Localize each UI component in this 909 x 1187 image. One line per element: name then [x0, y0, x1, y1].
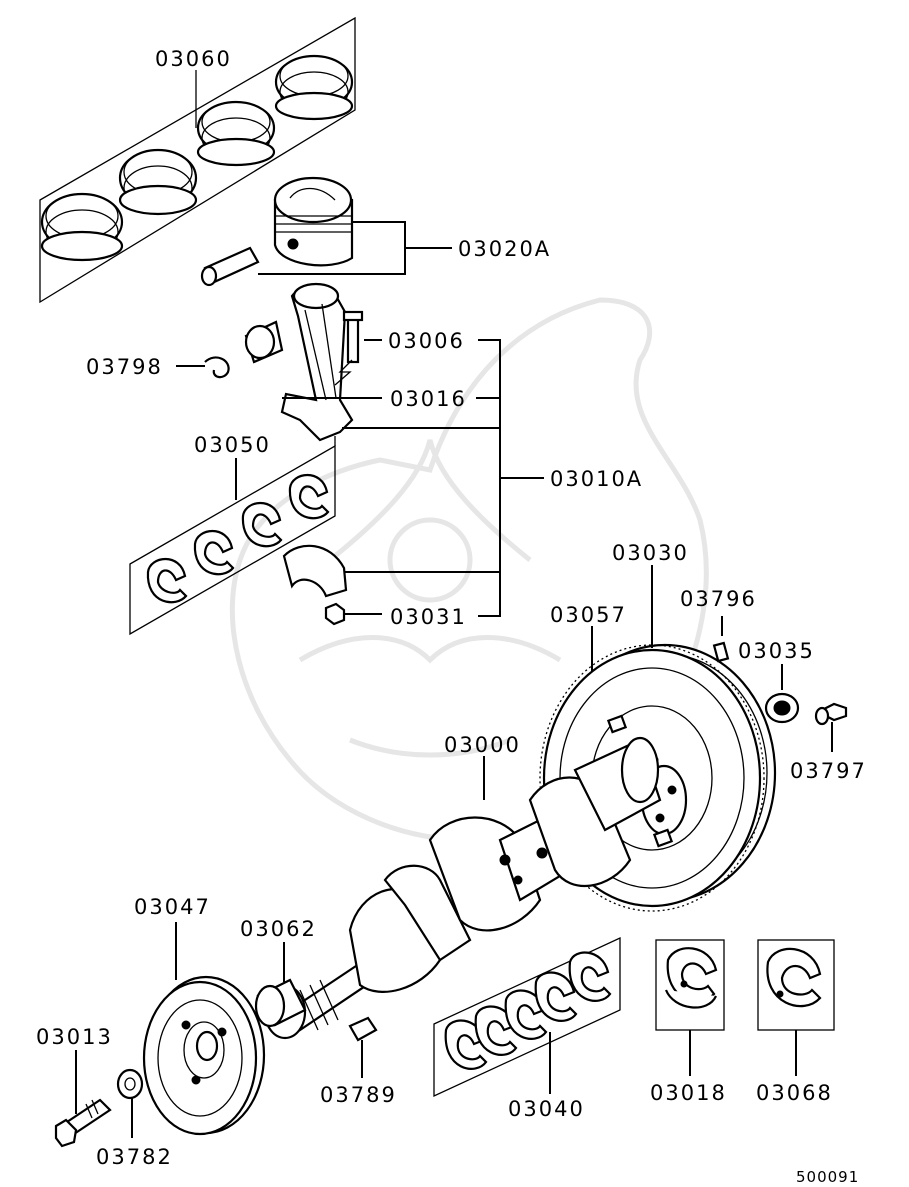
thrust-bearing: 03018 — [650, 939, 727, 1105]
rod-bearing-set: 03050 — [129, 433, 336, 636]
callout-03016: 03016 — [390, 387, 467, 411]
woodruff-key: 03789 — [320, 1016, 397, 1107]
callout-03797: 03797 — [790, 759, 867, 783]
piston-assembly: 03020A — [200, 176, 551, 287]
ring-set-3 — [196, 100, 276, 167]
callout-03060: 03060 — [155, 47, 232, 71]
callout-03035: 03035 — [738, 639, 815, 663]
callout-03062: 03062 — [240, 917, 317, 941]
main-bearing-set: 03040 — [433, 936, 621, 1121]
callout-03068: 03068 — [756, 1081, 833, 1105]
callout-03000: 03000 — [444, 733, 521, 757]
callout-03050: 03050 — [194, 433, 271, 457]
thrust-washer: 03068 — [756, 939, 835, 1105]
callout-03782: 03782 — [96, 1145, 173, 1169]
callout-03796: 03796 — [680, 587, 757, 611]
callout-03798: 03798 — [86, 355, 163, 379]
callout-03031: 03031 — [390, 605, 467, 629]
diagram-id: 500091 — [796, 1168, 859, 1186]
callout-03006: 03006 — [388, 329, 465, 353]
piston-ring-set: 03060 — [39, 16, 356, 304]
ring-set-2 — [118, 148, 198, 216]
flywheel-hardware: 03796 03035 03797 — [680, 587, 867, 783]
callout-03030: 03030 — [612, 541, 689, 565]
callout-03013: 03013 — [36, 1025, 113, 1049]
crank-sprocket: 03062 — [240, 917, 317, 1028]
callout-03057: 03057 — [550, 603, 627, 627]
connecting-rod-assembly: 03798 03006 03016 03010A 03031 — [86, 282, 643, 629]
callout-03040: 03040 — [508, 1097, 585, 1121]
callout-03018: 03018 — [650, 1081, 727, 1105]
ring-set-4 — [274, 54, 354, 121]
pulley-washer: 03782 — [96, 1068, 173, 1169]
ring-set-1 — [40, 192, 124, 262]
callout-03010A: 03010A — [550, 467, 643, 491]
pulley-bolt: 03013 — [36, 1025, 113, 1148]
callout-03789: 03789 — [320, 1083, 397, 1107]
crankshaft: 03000 — [263, 733, 662, 1040]
callout-03020A: 03020A — [458, 237, 551, 261]
callout-03047: 03047 — [134, 895, 211, 919]
crank-pulley: 03047 — [134, 895, 266, 1136]
